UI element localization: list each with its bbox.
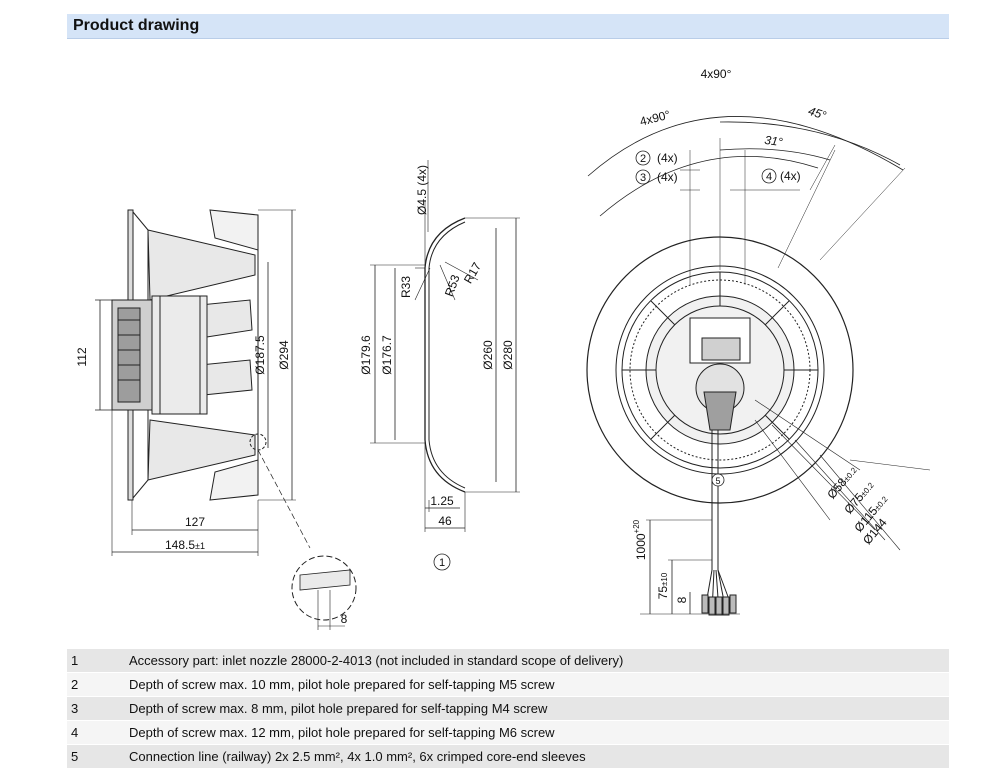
dim-hole: Ø4.5 (4x) (415, 165, 429, 215)
note-row: 1 Accessory part: inlet nozzle 28000-2-4… (67, 649, 949, 672)
note-number: 2 (71, 677, 79, 692)
note-row: 5 Connection line (railway) 2x 2.5 mm², … (67, 744, 949, 768)
notes-table: 1 Accessory part: inlet nozzle 28000-2-4… (67, 649, 949, 768)
angle-inner: 4x90° (638, 108, 671, 129)
cable-marker: 5 (715, 476, 720, 486)
note-text: Depth of screw max. 10 mm, pilot hole pr… (129, 677, 555, 692)
callout-2-label: (4x) (657, 151, 678, 165)
dim-d75-tol: ±0.2 (859, 480, 876, 498)
dim-cable-end-tol: ±10 (660, 572, 669, 586)
note-number: 5 (71, 749, 79, 764)
dim-diameter-outer: Ø294 (277, 340, 291, 370)
dim-depth: 127 (185, 515, 205, 529)
dim-r17: R17 (461, 260, 484, 286)
dim-wall: 1.25 (430, 494, 454, 508)
angle-45: 45° (806, 104, 828, 123)
callout-4-label: (4x) (780, 169, 801, 183)
note-row: 2 Depth of screw max. 10 mm, pilot hole … (67, 672, 949, 696)
callout-4-num: 4 (766, 171, 772, 183)
callout-3-label: (4x) (657, 170, 678, 184)
fan-side-view (95, 209, 357, 630)
angle-outer: 4x90° (701, 67, 732, 81)
callout-2-num: 2 (640, 153, 646, 165)
dim-cable-length-tol: +20 (632, 519, 641, 533)
dim-cable-length-value: 1000 (634, 533, 648, 560)
dim-d176: Ø176.7 (380, 335, 394, 375)
note-row: 3 Depth of screw max. 8 mm, pilot hole p… (67, 696, 949, 720)
note-number: 3 (71, 701, 79, 716)
fan-side-dims: 112 Ø187.5 Ø294 127 148.5±1 8 (75, 335, 348, 626)
dim-r33: R33 (399, 276, 413, 298)
dim-d58-tol: ±0.2 (842, 465, 859, 483)
callout-3-num: 3 (640, 172, 646, 184)
fan-front-view (586, 116, 931, 616)
note-number: 4 (71, 725, 79, 740)
dim-total-depth-tol: ±1 (195, 541, 205, 551)
note-text: Depth of screw max. 8 mm, pilot hole pre… (129, 701, 548, 716)
section-header: Product drawing (67, 14, 949, 39)
dim-d179: Ø179.6 (359, 335, 373, 375)
dim-cable-end: 75±10 (656, 572, 670, 599)
dim-height: 112 (75, 347, 89, 366)
dim-detail: 8 (341, 612, 348, 626)
dim-sleeve: 8 (675, 596, 689, 603)
inlet-nozzle-view (370, 160, 520, 571)
note-text: Connection line (railway) 2x 2.5 mm², 4x… (129, 749, 586, 764)
nozzle-marker: 1 (439, 557, 445, 569)
dim-total-depth: 148.5±1 (165, 538, 205, 552)
dim-diameter-inner: Ø187.5 (253, 335, 267, 375)
nozzle-dims: Ø4.5 (4x) R17 R33 R53 Ø179.6 Ø176.7 Ø260… (359, 165, 515, 569)
note-row: 4 Depth of screw max. 12 mm, pilot hole … (67, 720, 949, 744)
product-drawing: 112 Ø187.5 Ø294 127 148.5±1 8 Ø4.5 (4x) … (75, 67, 931, 630)
dim-width: 46 (438, 514, 452, 528)
dim-d280: Ø280 (501, 340, 515, 370)
note-text: Accessory part: inlet nozzle 28000-2-401… (129, 653, 624, 668)
section-title: Product drawing (73, 17, 200, 34)
dim-cable-end-value: 75 (656, 586, 670, 600)
dim-d115-tol: ±0.2 (873, 494, 890, 512)
dim-cable-length: 1000+20 (632, 519, 648, 560)
note-text: Depth of screw max. 12 mm, pilot hole pr… (129, 725, 555, 740)
note-number: 1 (71, 653, 79, 668)
angle-31: 31° (764, 133, 784, 149)
dim-total-depth-value: 148.5 (165, 538, 195, 552)
dim-d260: Ø260 (481, 340, 495, 370)
